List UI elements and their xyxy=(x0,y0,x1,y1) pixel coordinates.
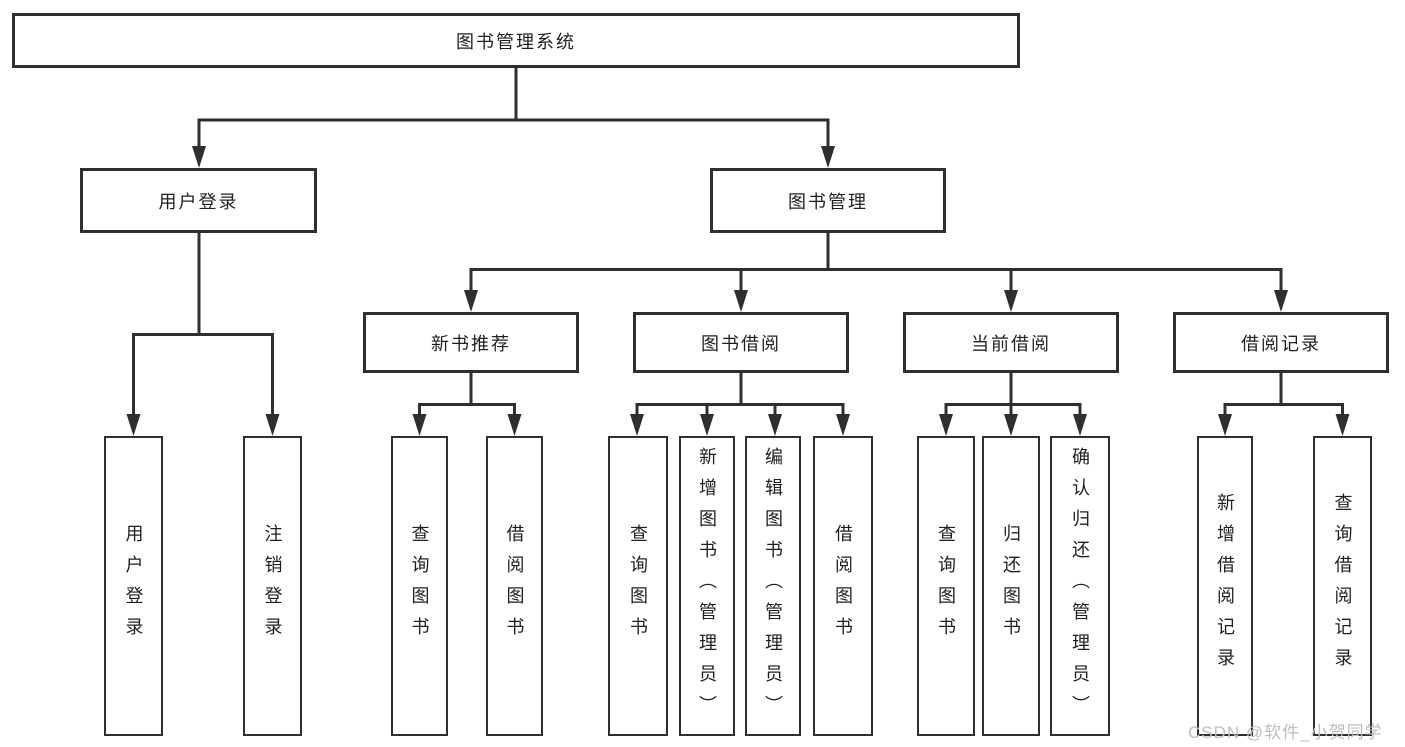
leaf-add-books-admin: 新增图书（管理员） xyxy=(679,436,735,736)
leaf-return-books: 归还图书 xyxy=(982,436,1040,736)
node-borrowing-records: 借阅记录 xyxy=(1173,312,1389,373)
leaf-query-books-borrowing: 查询图书 xyxy=(608,436,668,736)
node-current-borrowing: 当前借阅 xyxy=(903,312,1119,373)
node-root: 图书管理系统 xyxy=(12,13,1020,68)
node-book-management: 图书管理 xyxy=(710,168,946,233)
leaf-borrow-books-borrowing: 借阅图书 xyxy=(813,436,873,736)
node-book-borrowing: 图书借阅 xyxy=(633,312,849,373)
leaf-confirm-return-admin: 确认归还（管理员） xyxy=(1050,436,1110,736)
leaf-query-books-recommend: 查询图书 xyxy=(391,436,448,736)
leaf-user-login: 用户登录 xyxy=(104,436,163,736)
leaf-query-borrow-record: 查询借阅记录 xyxy=(1313,436,1372,736)
leaf-borrow-books-recommend: 借阅图书 xyxy=(486,436,543,736)
leaf-edit-books-admin: 编辑图书（管理员） xyxy=(745,436,801,736)
leaf-logout: 注销登录 xyxy=(243,436,302,736)
node-user-login: 用户登录 xyxy=(80,168,317,233)
watermark: CSDN @软件_小贺同学 xyxy=(1188,723,1383,742)
leaf-add-borrow-record: 新增借阅记录 xyxy=(1197,436,1253,736)
leaf-query-books-current: 查询图书 xyxy=(917,436,975,736)
node-new-book-recommendation: 新书推荐 xyxy=(363,312,579,373)
